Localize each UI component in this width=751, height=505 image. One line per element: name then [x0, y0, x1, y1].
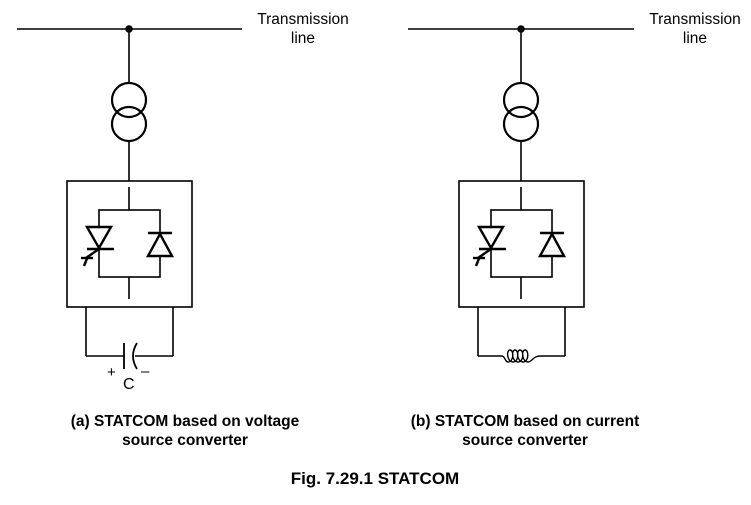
label-line-1: Transmission	[649, 11, 741, 28]
transformer-icon	[502, 81, 540, 143]
capacitor-minus-sign: –	[141, 363, 150, 380]
converter-box	[66, 180, 193, 308]
converter-box	[458, 180, 585, 308]
capacitor-plus-sign: +	[107, 364, 116, 381]
caption-line-1: (b) STATCOM based on current	[410, 413, 640, 430]
gto-thyristor-icon	[473, 225, 506, 267]
transformer-icon	[110, 81, 148, 143]
transmission-line-label-b: Transmission line	[630, 10, 751, 48]
label-line-2: line	[290, 30, 316, 47]
caption-line-2: source converter	[122, 432, 248, 449]
capacitor-label: C	[123, 376, 135, 393]
panel-b-circuit	[408, 25, 634, 363]
figure-caption: Fig. 7.29.1 STATCOM	[290, 469, 460, 488]
switch-loop	[98, 209, 161, 278]
transmission-line-label-a: Transmission line	[238, 10, 368, 48]
label-line-2: line	[682, 30, 708, 47]
panel-a-caption: (a) STATCOM based on voltage source conv…	[35, 412, 335, 450]
gto-thyristor-icon	[81, 225, 114, 267]
caption-line-2: source converter	[462, 432, 588, 449]
capacitor-icon	[123, 342, 138, 370]
panel-b-caption: (b) STATCOM based on current source conv…	[375, 412, 675, 450]
switch-loop	[490, 209, 553, 278]
label-line-1: Transmission	[257, 11, 349, 28]
caption-line-1: (a) STATCOM based on voltage	[70, 413, 300, 430]
diode-icon	[145, 231, 175, 258]
inductor-icon	[501, 349, 541, 363]
panel-a-circuit	[17, 25, 242, 370]
diode-icon	[537, 231, 567, 258]
